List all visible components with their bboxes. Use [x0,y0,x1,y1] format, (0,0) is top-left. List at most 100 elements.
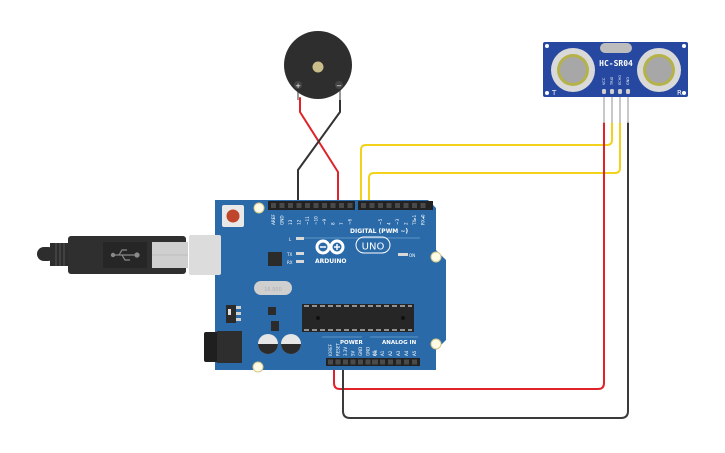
analog-pin-label-A2: A2 [388,350,393,356]
sensor-t-label: T [551,89,557,97]
pin-socket-8[interactable] [330,203,336,208]
pin-socket-~6[interactable] [347,203,353,208]
pin-label-~5: ~5 [378,218,383,225]
analog-label: ANALOG IN [382,340,417,346]
power-pin-label-GND: GND [358,347,363,356]
infinity-icon [315,239,345,255]
power-pin-label-IOREF: IOREF [328,343,333,356]
analog-pin-socket[interactable] [412,359,417,365]
power-pin-label-GND: GND [366,347,371,356]
pin-socket-12[interactable] [296,203,302,208]
led-l-label: L [289,237,292,242]
sensor-pin-vcc: VCC [602,77,606,85]
sensor-pin-trig: TRIG [610,76,614,86]
pin-label-4: 4 [387,222,392,225]
pin-socket-AREF[interactable] [271,203,276,208]
analog-header [370,358,420,366]
ultrasonic-sensor[interactable]: HC-SR04 T R VCC TRIG ECHO GND [543,42,688,97]
pin-socket-4[interactable] [386,203,392,208]
pin-socket-GND[interactable] [279,203,285,208]
pin-socket-~5[interactable] [378,203,383,208]
pin-label-7: 7 [339,222,344,225]
pin-socket-~3[interactable] [395,203,400,208]
voltage-regulator [226,305,241,323]
led-tx-label: TX [286,252,292,257]
receiver-transducer [637,48,681,92]
sensor-r-label: R [677,89,682,97]
on-led-label: ON [409,253,415,258]
pin-label-~9: ~9 [322,218,327,225]
wire-buzzer-plus-to-pin9[interactable] [299,97,339,205]
bottom-pin-sockets [328,359,417,365]
reset-button[interactable] [222,205,244,227]
wire-vcc-to-5v[interactable] [333,121,605,390]
sensor-pin-labels: VCC TRIG ECHO GND [602,75,630,86]
analog-pin-socket[interactable] [372,359,377,365]
microcontroller-chip [302,304,414,332]
pin-label-RX◂0: RX◂0 [421,214,426,225]
usb-chip [268,252,282,266]
capacitors [258,334,301,354]
transmitter-transducer [551,48,595,92]
pin-label-~3: ~3 [395,218,400,225]
sensor-pin-gnd: GND [626,77,630,85]
pin-label-GND: GND [280,215,285,225]
pin-socket-RX◂0[interactable] [420,203,426,208]
status-leds: L TX RX ON [286,237,415,265]
power-pin-label-RESET: RESET [336,343,341,356]
usb-cable[interactable] [37,236,188,274]
digital-pin-sockets [271,203,426,208]
on-led [398,253,408,256]
pin-socket-~11[interactable] [305,203,310,208]
pin-label-~6: ~6 [348,218,353,225]
arduino-logo: ARDUINO UNO [315,236,391,265]
buzzer-center [312,61,324,73]
analog-pin-socket[interactable] [380,359,385,365]
led-rx-label: RX [287,260,293,265]
analog-pin-label-A1: A1 [380,350,385,356]
power-pin-socket[interactable] [335,359,341,365]
pin-socket[interactable] [369,203,375,208]
buzzer-minus-label: − [336,82,342,90]
power-pin-socket[interactable] [365,359,371,365]
sensor-pin-echo: ECHO [618,75,622,85]
mounting-holes [252,202,442,373]
brand-label: ARDUINO [315,258,346,265]
power-pin-socket[interactable] [343,359,348,365]
analog-pin-label-A3: A3 [396,350,401,356]
crystal-oscillator [254,281,292,295]
pin-socket-7[interactable] [339,203,344,208]
power-pin-label-Vin: Vin [373,349,378,356]
pin-socket-2[interactable] [403,203,409,208]
power-pin-socket[interactable] [328,359,333,365]
analog-pin-socket[interactable] [404,359,409,365]
power-pin-socket[interactable] [350,359,356,365]
power-pin-socket[interactable] [358,359,363,365]
wire-gnd-to-gnd[interactable] [342,121,629,419]
pin-socket-13[interactable] [288,203,293,208]
wire-echo-to-pin6[interactable] [368,121,621,205]
power-label: POWER [340,340,364,346]
analog-pin-label-A0: A0 [372,350,377,356]
model-label: UNO [362,242,385,253]
pin-socket-~10[interactable] [313,203,319,208]
pin-label-~10: ~10 [314,216,319,225]
pin-socket-TX▸1[interactable] [412,203,417,208]
analog-pin-socket[interactable] [388,359,393,365]
buzzer-plus-label: + [295,82,301,90]
wires [297,95,629,419]
wire-buzzer-minus-to-gnd[interactable] [297,97,341,205]
sensor-model-label: HC-SR04 [599,59,633,68]
crystal-label: 16.000 [264,287,282,293]
piezo-buzzer[interactable]: + − [284,31,352,100]
pin-label-2: 2 [404,222,409,225]
pin-socket-~9[interactable] [322,203,327,208]
analog-pin-socket[interactable] [396,359,401,365]
pin-label-8: 8 [331,222,336,225]
usb-icon [110,249,140,261]
pin-socket[interactable] [361,203,366,208]
analog-pin-label-A4: A4 [404,350,409,356]
wire-trig-to-pin7[interactable] [360,121,613,205]
